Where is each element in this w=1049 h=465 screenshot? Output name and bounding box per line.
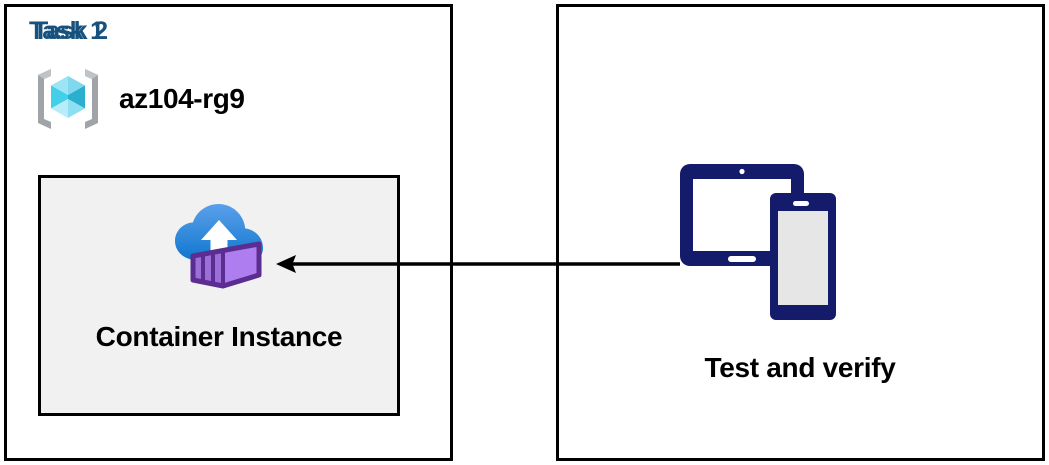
resource-group-label: az104-rg9 [119, 83, 245, 114]
resource-group-row: az104-rg9 [31, 62, 245, 136]
azure-container-instance-icon [175, 204, 263, 289]
test-and-verify-label: Test and verify [704, 352, 896, 383]
container-instance-label: Container Instance [95, 321, 343, 352]
container-instance-card: Container Instance [38, 175, 400, 416]
panel-title-task-2: Task 2 [33, 17, 108, 45]
azure-resource-group-icon [38, 69, 98, 129]
panel-title-task-1: Task 1 [29, 17, 104, 45]
devices-tablet-phone-icon [680, 164, 836, 320]
